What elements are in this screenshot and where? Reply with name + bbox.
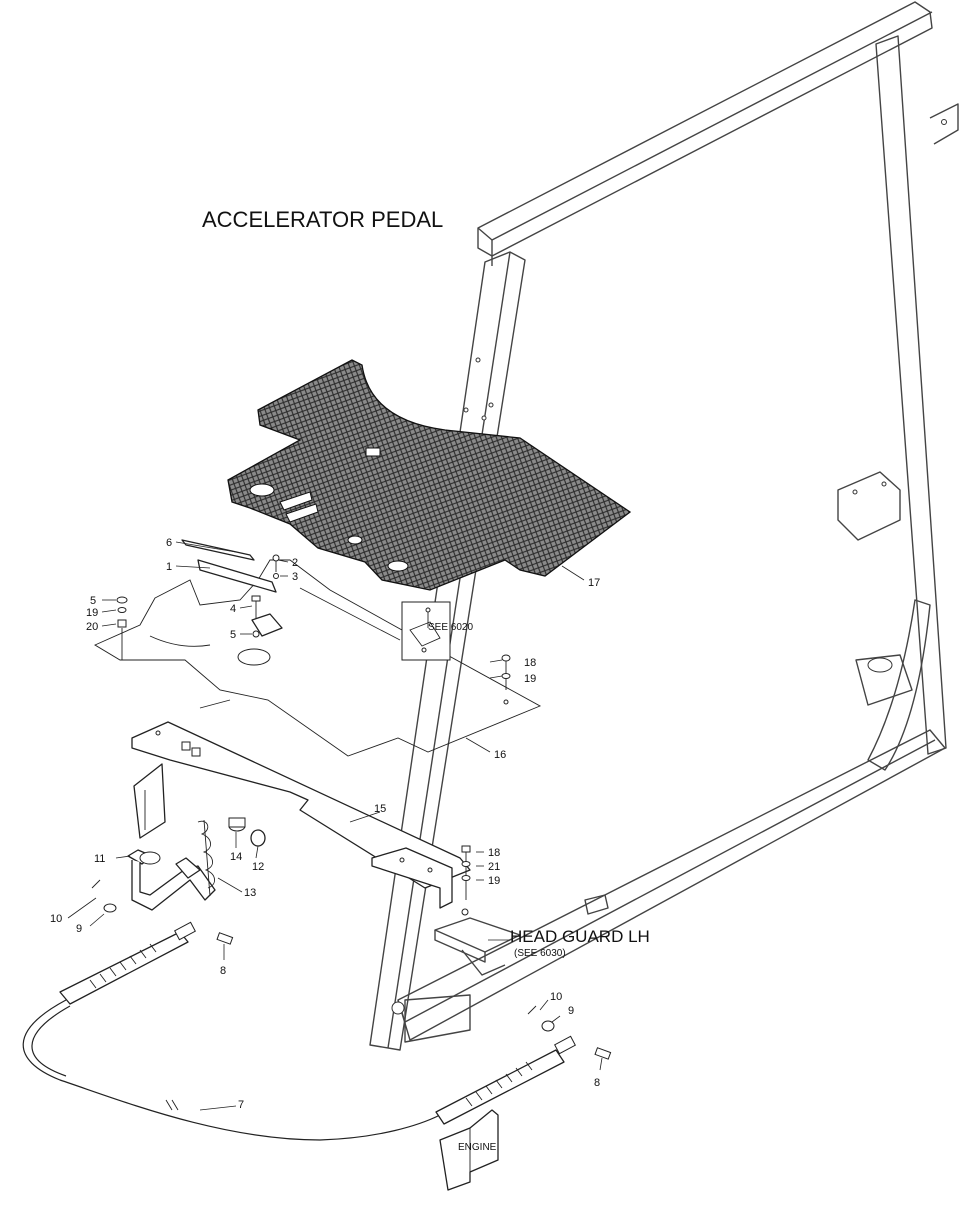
part-number-18b: 18 xyxy=(488,847,500,859)
part-number-17: 17 xyxy=(588,577,600,589)
engine-bracket xyxy=(439,1109,499,1191)
floor-plate xyxy=(94,559,542,757)
part-number-8a: 8 xyxy=(220,965,226,977)
pedal-small-parts xyxy=(91,539,612,1060)
part-number-18a: 18 xyxy=(524,657,536,669)
part-number-8b: 8 xyxy=(594,1077,600,1089)
part-number-1: 1 xyxy=(166,561,172,573)
part-number-10b: 10 xyxy=(550,991,562,1003)
leader-lines xyxy=(67,541,603,1111)
part-number-21: 21 xyxy=(488,861,500,873)
text-labels: ACCELERATOR PEDAL HEAD GUARD LH (SEE 603… xyxy=(50,207,650,1153)
see-reference-label: SEE 6020 xyxy=(428,622,473,633)
part-number-16: 16 xyxy=(494,749,506,761)
part-number-12: 12 xyxy=(252,861,264,873)
head-guard-ref: (SEE 6030) xyxy=(514,948,566,959)
part-number-7: 7 xyxy=(238,1099,244,1111)
throttle-cable xyxy=(22,921,576,1141)
part-number-5b: 5 xyxy=(230,629,236,641)
part-number-13: 13 xyxy=(244,887,256,899)
part-number-19c: 19 xyxy=(488,875,500,887)
part-number-11: 11 xyxy=(94,853,105,865)
part-number-3: 3 xyxy=(292,571,298,583)
part-number-9b: 9 xyxy=(568,1005,574,1017)
part-number-19a: 19 xyxy=(86,607,98,619)
part-number-14: 14 xyxy=(230,851,242,863)
part-number-15: 15 xyxy=(374,803,386,815)
part-number-6: 6 xyxy=(166,537,172,549)
head-guard-label: HEAD GUARD LH xyxy=(510,927,650,946)
part-number-5a: 5 xyxy=(90,595,96,607)
engine-label: ENGINE xyxy=(458,1142,497,1153)
see-reference-box xyxy=(401,601,451,661)
part-number-19b: 19 xyxy=(524,673,536,685)
part-number-10a: 10 xyxy=(50,913,62,925)
diagram-title: ACCELERATOR PEDAL xyxy=(202,207,443,232)
part-number-2: 2 xyxy=(292,557,298,569)
part-number-20: 20 xyxy=(86,621,98,633)
floor-mat xyxy=(227,359,632,591)
part-number-4: 4 xyxy=(230,603,236,615)
part-number-9a: 9 xyxy=(76,923,82,935)
accelerator-pedal-assembly xyxy=(127,817,266,911)
pedal-bracket xyxy=(131,721,471,916)
